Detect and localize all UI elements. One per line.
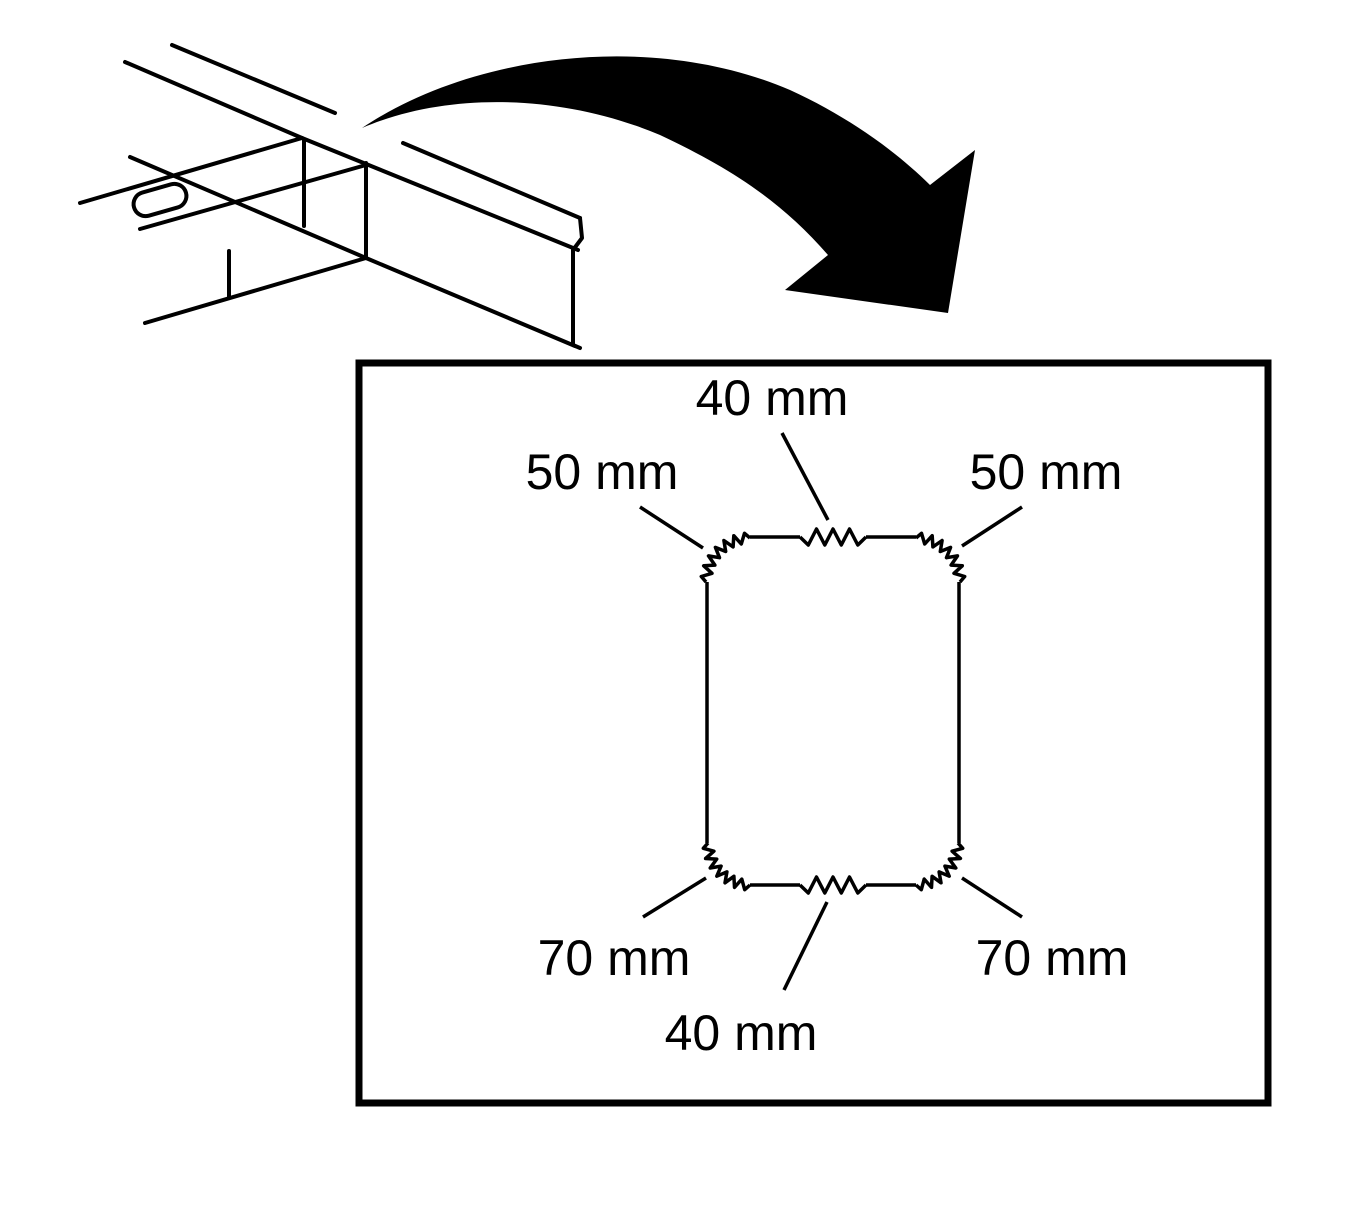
dimension-label-top-right: 50 mm [969, 444, 1123, 500]
leader-top-center [780, 432, 830, 521]
cut-zigzag-top-left [699, 531, 752, 584]
dimension-label-top-left: 50 mm [525, 444, 679, 500]
cut-zigzag-top-right [914, 531, 967, 584]
cut-zigzag-bottom-left [701, 841, 752, 892]
leader-bottom-center [782, 901, 829, 991]
dimension-label-top-center: 40 mm [695, 370, 849, 426]
cut-zigzag-top [798, 527, 868, 547]
leader-bottom-left [642, 876, 707, 919]
dimension-label-bottom-center: 40 mm [664, 1005, 818, 1061]
rail-flange-profile [571, 216, 584, 350]
cutout-outline [699, 527, 967, 895]
dimension-label-bottom-right: 70 mm [975, 930, 1129, 986]
rail-bottom-edge-line [364, 256, 577, 348]
leader-top-right [961, 505, 1023, 548]
cut-zigzag-bottom [798, 875, 868, 895]
rail-upper-edge-line [123, 60, 304, 140]
cut-zigzag-bottom-right [914, 841, 965, 892]
curved-arrow [362, 56, 975, 314]
crossmember-diagonal-line [128, 155, 368, 260]
rail-top-edge-line [170, 43, 337, 115]
frame-rail-illustration [78, 43, 584, 350]
leader-lines [639, 432, 1023, 991]
rail-flange-line [401, 141, 582, 220]
crossmember-top-line [78, 136, 304, 205]
crossmember-lower-line [138, 163, 368, 231]
leader-bottom-right [961, 876, 1023, 919]
dimension-label-bottom-left: 70 mm [537, 930, 691, 986]
crossmember-bottom-line [143, 256, 368, 325]
rail-upper-edge-line [300, 136, 580, 252]
slot-hole [131, 181, 189, 219]
detail-inset-frame [355, 359, 1272, 1107]
leader-top-left [639, 505, 704, 550]
